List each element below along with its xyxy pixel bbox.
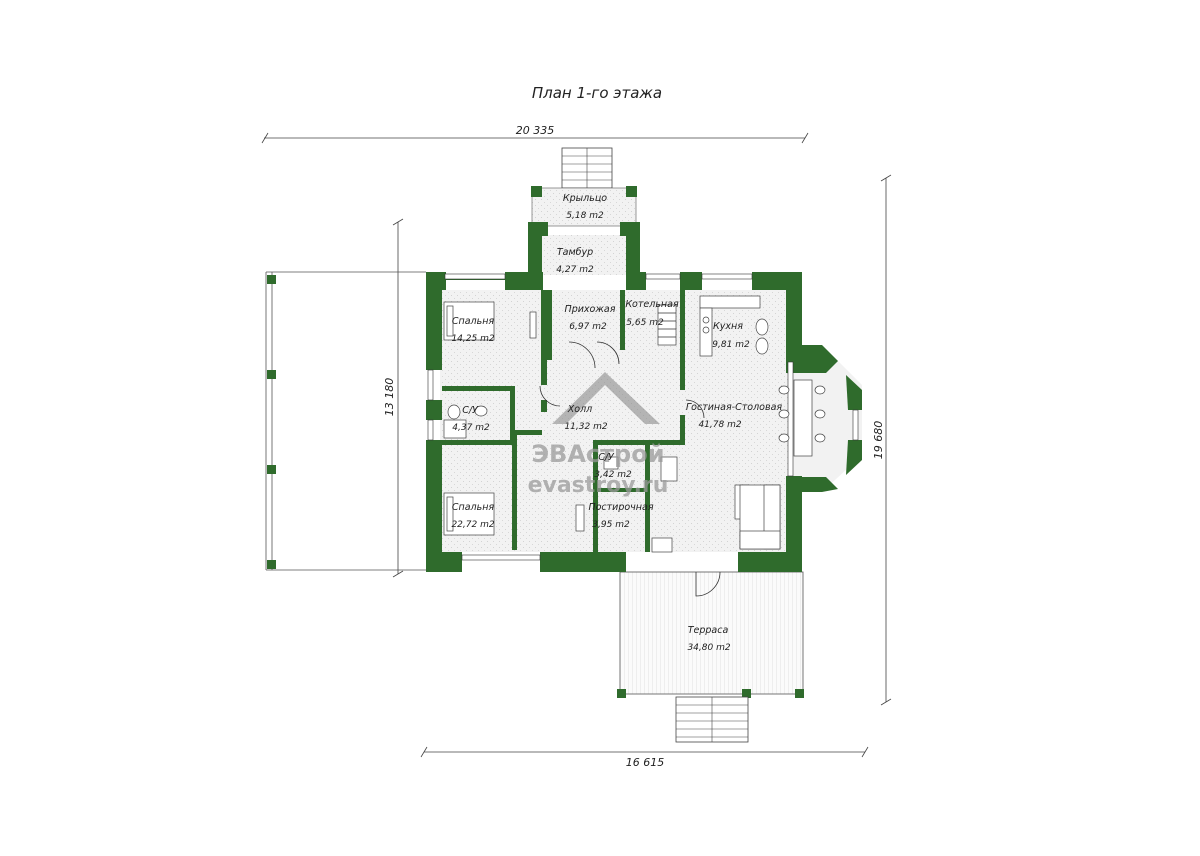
dimension-top: 20 335 [261, 124, 809, 144]
dimension-left-label: 13 180 [383, 378, 396, 417]
house-logo-icon [552, 372, 660, 424]
room-terrasa-area: 34,80 m2 [687, 643, 730, 653]
room-gostinaya-name: Гостиная-Столовая [686, 402, 782, 413]
dimension-bottom: 16 615 [420, 746, 869, 769]
room-kukhnya-area: 9,81 m2 [712, 340, 750, 350]
doors [539, 341, 721, 597]
room-prikhozhaya-area: 6,97 m2 [569, 322, 607, 332]
washer-icon [651, 537, 673, 553]
exterior-walls [426, 222, 862, 572]
room-kryltso-name: Крыльцо [563, 193, 607, 204]
dimension-top-label: 20 335 [516, 124, 555, 137]
room-postirochnaya-area: 3,95 m2 [592, 520, 630, 530]
porch [531, 186, 637, 227]
room-prikhozhaya-name: Прихожая [565, 304, 616, 315]
plan-title: План 1-го этажа [532, 84, 662, 102]
watermark-site: evastroy.ru [528, 473, 669, 498]
room-kotelnaya-area: 5,65 m2 [626, 318, 664, 328]
room-spalnya2-area: 22,72 m2 [451, 520, 494, 530]
kitchen-counter [699, 295, 761, 309]
interior-walls [442, 290, 685, 552]
room-spalnya1-name: Спальня [452, 316, 495, 327]
interior-floor [440, 290, 790, 552]
sink-icon [603, 456, 619, 470]
room-labels: Крыльцо 5,18 m2 Тамбур 4,27 m2 Прихожая … [451, 193, 782, 653]
sink-icon [474, 405, 488, 417]
room-gostinaya-area: 41,78 m2 [698, 420, 741, 430]
room-postirochnaya-name: Постирочная [588, 502, 653, 513]
watermark-brand: ЭВАстрой [531, 440, 664, 468]
room-su2-area: 3,42 m2 [594, 470, 632, 480]
porch-steps-top [561, 147, 613, 189]
room-kholl-area: 11,32 m2 [564, 422, 607, 432]
room-su2-name: С/У [598, 452, 615, 463]
room-kukhnya-name: Кухня [713, 321, 743, 332]
windows [427, 273, 859, 561]
dimension-right-label: 19 680 [872, 421, 885, 460]
watermark: ЭВАстрой evastroy.ru [528, 372, 669, 498]
room-kryltso-area: 5,18 m2 [566, 211, 604, 221]
left-pergola [265, 271, 426, 571]
room-kotelnaya-name: Котельная [625, 299, 679, 310]
furniture [443, 295, 826, 553]
toilet-icon [447, 404, 461, 420]
dimension-right: 19 680 [872, 174, 892, 706]
room-tambur-area: 4,27 m2 [556, 265, 594, 275]
room-tambur-name: Тамбур [557, 247, 593, 258]
room-spalnya1-area: 14,25 m2 [451, 334, 494, 344]
room-terrasa-name: Терраса [688, 625, 729, 636]
room-su1-area: 4,37 m2 [452, 423, 490, 433]
room-su1-name: С/У [462, 405, 479, 416]
dimension-bottom-label: 16 615 [626, 756, 665, 769]
terrace [617, 571, 804, 743]
dimension-left: 13 180 [383, 218, 404, 578]
room-kholl-name: Холл [567, 404, 592, 415]
dining-table-icon [793, 379, 813, 457]
shower-icon [443, 419, 467, 439]
room-spalnya2-name: Спальня [452, 502, 495, 513]
